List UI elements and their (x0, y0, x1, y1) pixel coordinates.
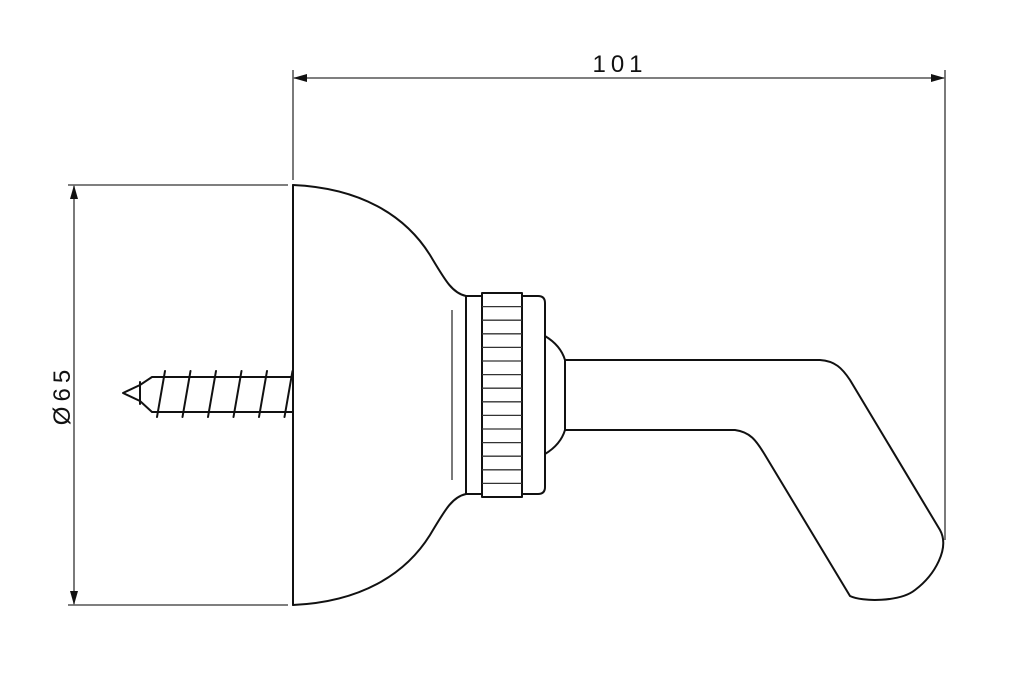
wall-plate (292, 184, 467, 606)
screw (122, 370, 294, 418)
screw-thread (258, 370, 268, 418)
hook-arm (544, 335, 945, 601)
screw-thread (283, 370, 294, 418)
screw-thread (207, 370, 217, 418)
length-label: 101 (592, 51, 647, 78)
screw-thread (181, 370, 192, 418)
diameter-dimension: Ø65 (49, 184, 288, 606)
knurled-nut (465, 292, 546, 498)
length-dimension: 101 (292, 51, 946, 540)
screw-thread (232, 370, 243, 418)
screw-thread (156, 370, 166, 418)
diameter-label: Ø65 (49, 365, 76, 425)
